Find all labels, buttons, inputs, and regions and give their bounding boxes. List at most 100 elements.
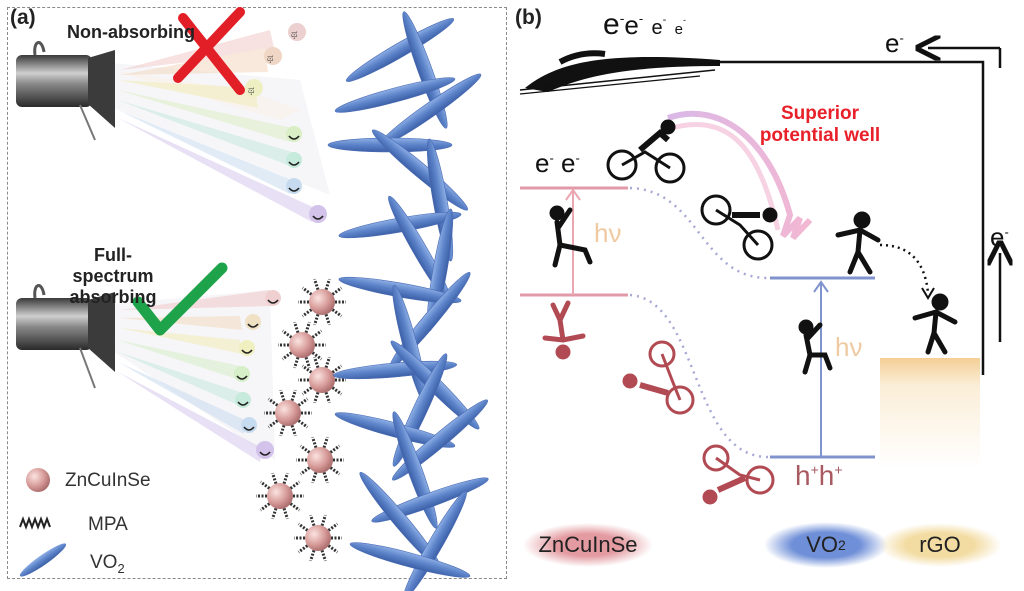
mpa-ligand xyxy=(282,472,289,485)
panel-a xyxy=(7,7,507,579)
mpa-ligand xyxy=(271,472,278,485)
mpa-ligand xyxy=(329,444,341,454)
mpa-ligand xyxy=(313,356,320,369)
climber-icon-left xyxy=(549,205,593,268)
zncuinse-ellipse xyxy=(523,523,653,567)
cyclist-icon-top xyxy=(606,119,686,184)
legend-mpa: MPA xyxy=(88,514,128,535)
mpa-ligand xyxy=(324,313,331,326)
mpa-ligand xyxy=(304,321,311,334)
circuit-top-electron: e- xyxy=(885,28,904,59)
mpa-ligand xyxy=(309,514,316,527)
mpa-ligand xyxy=(259,502,271,512)
vo2-ellipse xyxy=(764,522,888,568)
vo2-needle xyxy=(403,490,467,591)
electron-3: e xyxy=(651,17,663,39)
mpa-ligand xyxy=(327,544,339,554)
mpa-ligand xyxy=(309,549,316,562)
hole-1: h xyxy=(795,460,811,491)
material-zncuinse: ZnCuInSe xyxy=(538,532,638,557)
hv-left-label: hν xyxy=(594,218,622,248)
hole-2: h xyxy=(818,460,835,491)
mpa-ligand xyxy=(297,397,309,407)
full-spectrum-title-line1: Full-spectrum xyxy=(72,245,154,286)
mpa-ligand xyxy=(324,356,331,369)
material-vo2-sub: 2 xyxy=(838,537,846,553)
dotted-arrow-head xyxy=(921,287,935,300)
quantum-dot xyxy=(278,321,326,369)
mpa-ligand xyxy=(259,480,271,490)
vo2-needle xyxy=(349,542,471,578)
mpa-ligand xyxy=(322,471,329,484)
legend-zncuinse: ZnCuInSe xyxy=(65,470,151,491)
zncuinse-sphere xyxy=(307,447,333,473)
legend-vo2-main: VO xyxy=(90,552,118,573)
mpa-ligand xyxy=(322,436,329,449)
mpa-ligand xyxy=(329,466,341,476)
zncuinse-bands xyxy=(520,186,628,297)
legend-sphere-icon xyxy=(26,468,50,492)
potential-well-arrow xyxy=(667,110,813,241)
hv-right-label: hν xyxy=(835,332,863,362)
holes-label: h+h+ xyxy=(795,460,843,492)
circuit-top-e: e xyxy=(885,28,900,58)
vo2-bands xyxy=(770,276,875,459)
electron-1: e xyxy=(603,8,620,41)
quantum-dot xyxy=(296,436,344,484)
electron-4: e xyxy=(674,21,683,38)
mpa-ligand xyxy=(327,522,339,532)
photon-beams-top xyxy=(118,30,315,222)
quantum-dot xyxy=(264,389,312,437)
quantum-dot xyxy=(298,356,346,404)
mpa-ligand xyxy=(311,329,323,339)
legend-zigzag-icon xyxy=(19,516,51,530)
electron-3-charge: - xyxy=(662,14,667,26)
panel-b-label: (b) xyxy=(515,6,542,29)
electron-2: e xyxy=(624,10,639,40)
mpa-ligand xyxy=(267,419,279,429)
hole-cyclist-icon-mid xyxy=(622,340,695,415)
zncuinse-sphere xyxy=(309,289,335,315)
quantum-dot xyxy=(294,514,342,562)
material-vo2-main: VO xyxy=(806,532,838,557)
mpa-ligand xyxy=(289,480,301,490)
vo2-needle xyxy=(334,77,456,113)
annotation-line1: Superior xyxy=(780,103,860,124)
mpa-ligand xyxy=(331,286,343,296)
circuit-side-electron: e- xyxy=(990,222,1009,253)
mpa-ligand xyxy=(290,389,297,402)
photon-faces-top: ಥ ಥ ಥ xyxy=(245,23,327,223)
cb-electrons: e- e- xyxy=(535,148,580,179)
mpa-ligand xyxy=(299,466,311,476)
cb-e2-charge: - xyxy=(575,150,580,166)
climber-icon-right xyxy=(798,319,833,375)
electron-4-charge: - xyxy=(683,15,686,25)
mpa-ligand xyxy=(301,308,313,318)
legend-vo2-sub: 2 xyxy=(117,560,125,576)
zncuinse-sphere xyxy=(275,400,301,426)
cb-e1: e xyxy=(535,148,550,178)
mpa-ligand xyxy=(313,278,320,291)
mpa-ligand xyxy=(331,308,343,318)
mpa-ligand xyxy=(301,386,313,396)
person-catching-icon xyxy=(912,293,958,355)
mpa-ligand xyxy=(320,549,327,562)
mpa-ligand xyxy=(282,507,289,520)
mpa-ligand xyxy=(289,502,301,512)
mpa-ligand xyxy=(311,351,323,361)
hole-1-charge: + xyxy=(810,461,819,478)
vb-offset-dotted xyxy=(629,293,769,459)
mpa-ligand xyxy=(271,507,278,520)
superior-potential-well-label: Superior potential well xyxy=(745,103,895,147)
green-check-icon xyxy=(132,262,228,336)
mpa-ligand xyxy=(279,389,286,402)
cyclist-icon-descending xyxy=(700,194,778,261)
mpa-ligand xyxy=(301,364,313,374)
hole-cyclist-icon-bottom xyxy=(702,444,775,505)
mpa-ligand xyxy=(320,514,327,527)
mpa-ligand xyxy=(304,356,311,369)
mpa-ligand xyxy=(324,391,331,404)
electron-transfer-dotted-arrow xyxy=(879,243,930,294)
